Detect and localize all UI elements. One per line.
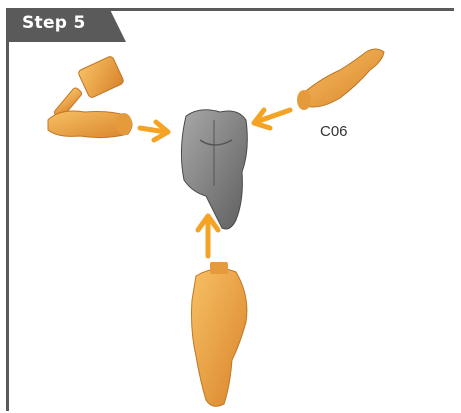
part-code-label: C06 <box>320 123 348 140</box>
hammer-icon <box>53 55 124 119</box>
right-arm-icon <box>297 49 384 110</box>
left-arm-icon <box>48 111 132 138</box>
legs-icon <box>192 262 247 406</box>
torso-icon <box>181 110 247 229</box>
